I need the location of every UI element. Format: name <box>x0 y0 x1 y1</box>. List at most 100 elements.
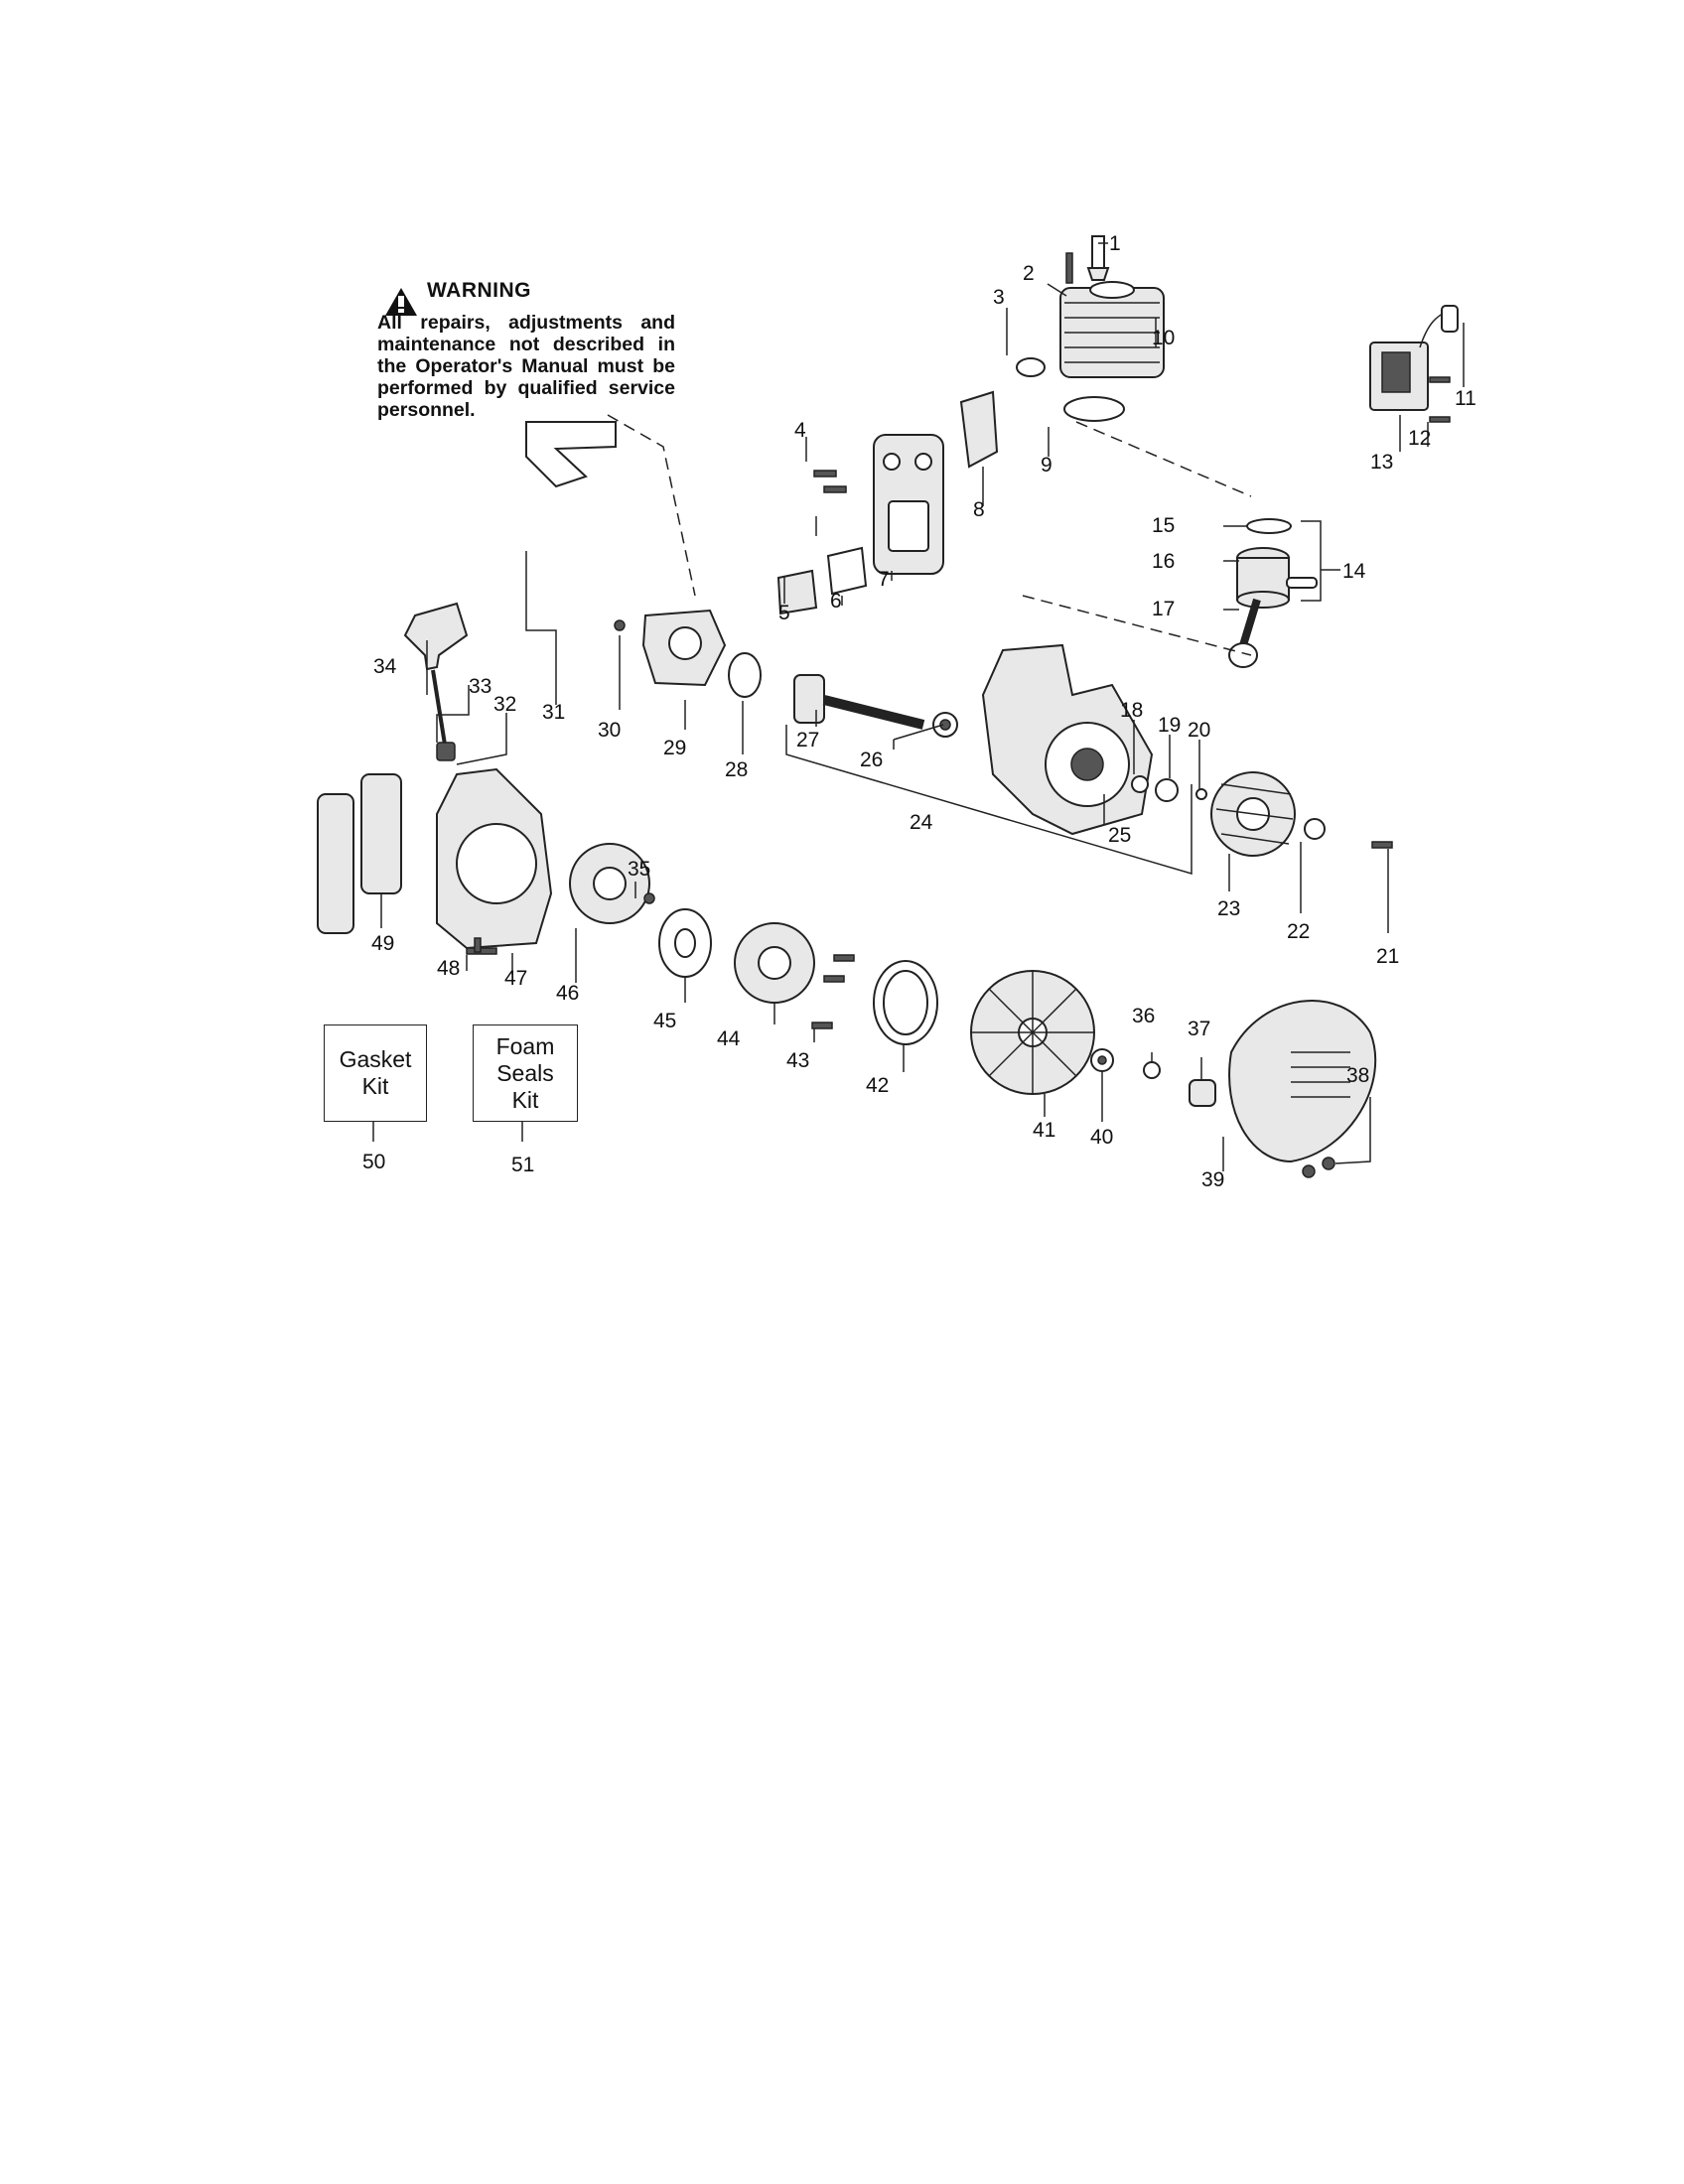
part-number-label: 16 <box>1152 550 1175 573</box>
cover-screws <box>1302 1157 1335 1178</box>
starter-pulley <box>569 843 650 924</box>
part-number-label: 42 <box>866 1074 889 1097</box>
starter-screws <box>811 954 855 1029</box>
piston-ring <box>1246 518 1292 534</box>
flywheel-key <box>1371 841 1393 849</box>
fan-shroud-ring <box>873 960 938 1045</box>
crankcase <box>981 643 1154 836</box>
washer-36 <box>1143 1061 1161 1079</box>
part-number-label: 47 <box>504 967 527 990</box>
fuel-cap <box>403 602 469 671</box>
clip-20 <box>1195 788 1207 800</box>
part-number-label: 26 <box>860 749 883 771</box>
part-number-label: 35 <box>628 858 650 881</box>
part-number-label: 49 <box>371 932 394 955</box>
kit-number-label: 51 <box>511 1154 534 1176</box>
part-number-label: 44 <box>717 1027 741 1050</box>
impeller-fan <box>970 970 1095 1095</box>
part-number-label: 41 <box>1033 1119 1055 1142</box>
part-number-label: 21 <box>1376 945 1399 968</box>
cylinder <box>1059 281 1165 378</box>
part-number-label: 14 <box>1342 560 1366 583</box>
crankcase-oring <box>728 652 762 698</box>
part-number-label: 13 <box>1370 451 1393 474</box>
fuel-line <box>431 669 447 746</box>
bearing-18 <box>1131 775 1149 793</box>
part-number-label: 23 <box>1217 897 1240 920</box>
part-number-label: 19 <box>1158 714 1181 737</box>
warning-triangle-icon <box>385 288 417 316</box>
piston <box>1236 547 1318 609</box>
muffler-shield <box>959 390 999 469</box>
part-number-label: 1 <box>1109 232 1121 255</box>
ignition-screws <box>1429 376 1451 423</box>
part-number-label: 10 <box>1152 327 1175 349</box>
part-number-label: 39 <box>1201 1168 1224 1191</box>
part-number-label: 12 <box>1408 427 1431 450</box>
leader-lines <box>372 242 1465 1171</box>
part-number-label: 6 <box>830 590 842 613</box>
cylinder-bolt <box>1065 252 1073 284</box>
part-number-label: 22 <box>1287 920 1310 943</box>
part-number-label: 36 <box>1132 1005 1155 1027</box>
spark-plug <box>1086 235 1110 281</box>
part-number-label: 11 <box>1455 387 1476 410</box>
part-number-label: 20 <box>1188 719 1210 742</box>
part-number-label: 2 <box>1023 262 1035 285</box>
adapter-screw <box>614 619 626 631</box>
part-number-label: 28 <box>725 758 748 781</box>
part-number-label: 3 <box>993 286 1005 309</box>
part-number-label: 15 <box>1152 514 1175 537</box>
flywheel <box>1210 771 1296 857</box>
pulley-screw <box>643 892 655 904</box>
part-number-label: 40 <box>1090 1126 1113 1149</box>
kit-number-labels: 50 51 <box>362 1151 534 1176</box>
flywheel-nut <box>1304 818 1326 840</box>
part-number-label: 5 <box>778 602 790 624</box>
housing-screws <box>466 937 497 955</box>
part-number-label: 46 <box>556 982 579 1005</box>
warning-notice: WARNING All repairs, adjustments and mai… <box>377 276 675 421</box>
connecting-rod <box>1228 598 1261 668</box>
part-number-label: 4 <box>794 419 806 442</box>
part-number-label: 7 <box>878 568 890 591</box>
part-number-label: 29 <box>663 737 686 759</box>
ignition-module <box>1369 305 1459 411</box>
cylinder-gasket <box>1063 396 1125 422</box>
foam-seals-kit-box: Foam Seals Kit <box>473 1024 578 1122</box>
muffler-gasket <box>826 546 868 596</box>
warning-title: WARNING <box>427 279 531 302</box>
starter-spring-washer <box>658 908 712 978</box>
exhaust-gasket <box>1016 357 1046 377</box>
part-number-label: 32 <box>493 693 516 716</box>
dashed-assembly-lines <box>607 414 1252 656</box>
part-number-label: 17 <box>1152 598 1175 620</box>
part-number-label: 27 <box>796 729 819 751</box>
muffler-screws <box>813 470 847 493</box>
part-number-label: 24 <box>910 811 933 834</box>
fuel-filter <box>436 742 456 761</box>
part-number-label: 43 <box>786 1049 809 1072</box>
recoil-starter <box>734 922 815 1004</box>
blower-cover <box>1228 1000 1377 1163</box>
gasket-kit-box: Gasket Kit <box>324 1024 427 1122</box>
warning-icon <box>377 276 415 306</box>
spacer-37 <box>1189 1079 1216 1107</box>
part-number-label: 31 <box>542 701 565 724</box>
part-number-label: 48 <box>437 957 460 980</box>
kit-number-label: 50 <box>362 1151 385 1173</box>
muffler-baffle <box>776 569 818 615</box>
gasket-kit-label: Gasket Kit <box>339 1046 412 1099</box>
fan-nut-40 <box>1090 1048 1114 1072</box>
foam-seals-kit-label: Foam Seals Kit <box>495 1032 555 1113</box>
part-number-label: 34 <box>373 655 397 678</box>
part-number-label: 25 <box>1108 824 1131 847</box>
part-number-label: 37 <box>1188 1018 1210 1040</box>
muffler <box>873 434 944 575</box>
part-number-label: 18 <box>1120 699 1143 722</box>
part-number-label: 33 <box>469 675 491 698</box>
foam-seal-left <box>317 773 402 934</box>
crankshaft <box>793 674 925 730</box>
part-number-label: 38 <box>1346 1064 1369 1087</box>
